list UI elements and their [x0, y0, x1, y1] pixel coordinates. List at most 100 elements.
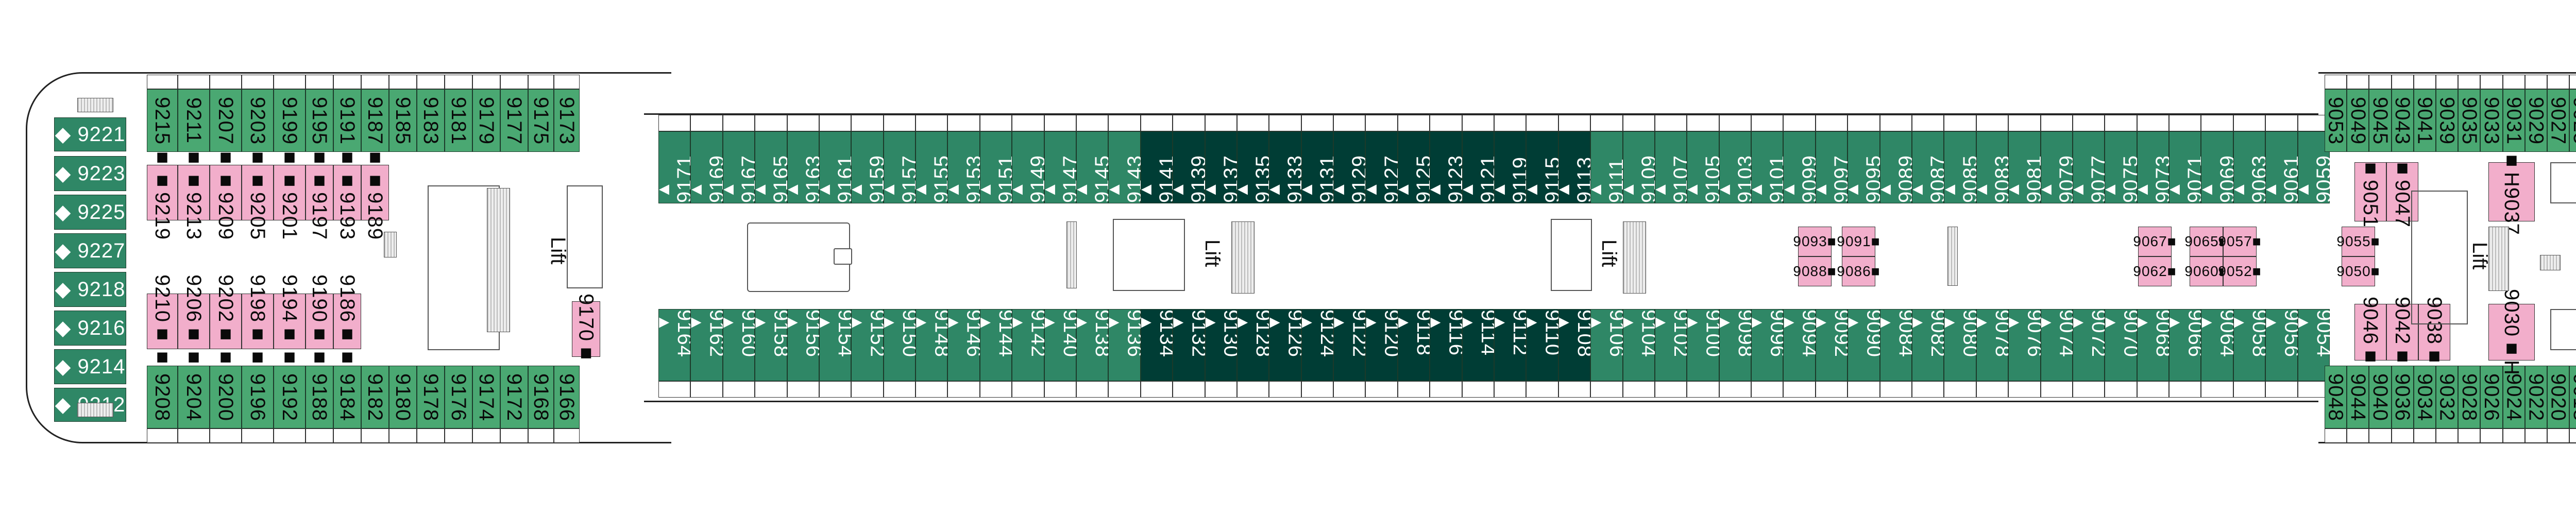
cabin-■9051[interactable]: ■9051 — [2354, 157, 2386, 228]
cabin-9135[interactable]: ▸ 9135 — [1231, 131, 1275, 203]
cabin-9034[interactable]: 9034 — [2413, 366, 2436, 428]
cabin-9198■■[interactable]: 9198■■ — [242, 274, 274, 369]
cabin-9185[interactable]: 9185 — [389, 89, 417, 152]
cabin-9125[interactable]: ▸ 9125 — [1392, 131, 1435, 203]
cabin-9151[interactable]: ▸ 9151 — [974, 131, 1018, 203]
cabin-9200[interactable]: 9200 — [210, 366, 242, 428]
cabin-9208[interactable]: 9208 — [147, 366, 178, 428]
cabin-9119[interactable]: ▸ 9119 — [1488, 131, 1532, 203]
cabin-9085[interactable]: ▸ 9085 — [1939, 131, 1982, 203]
cabin-9194■■[interactable]: 9194■■ — [274, 274, 306, 369]
cabin-9121[interactable]: ▸ 9121 — [1456, 131, 1500, 203]
cabin-9123[interactable]: ▸ 9123 — [1424, 131, 1467, 203]
cabin-9195[interactable]: 9195 — [306, 89, 333, 152]
cabin-9033[interactable]: 9033 — [2480, 89, 2503, 152]
cabin-9036[interactable]: 9036 — [2391, 366, 2414, 428]
cabin-9176[interactable]: 9176 — [445, 366, 472, 428]
cabin-9061[interactable]: ▸ 9061 — [2260, 131, 2303, 203]
cabin-9107[interactable]: ▸ 9107 — [1649, 131, 1692, 203]
cabin-9161[interactable]: ▸ 9161 — [814, 131, 857, 203]
cabin-9090[interactable]: 9090 ▸ — [1842, 309, 1885, 381]
cabin-9173[interactable]: 9173 — [554, 89, 580, 152]
cabin-9087[interactable]: ▸ 9087 — [1906, 131, 1950, 203]
cabin-9027[interactable]: 9027 — [2547, 89, 2570, 152]
cabin-9203[interactable]: 9203 — [242, 89, 274, 152]
cabin-9178[interactable]: 9178 — [417, 366, 445, 428]
cabin-9169[interactable]: ▸ 9169 — [685, 131, 728, 203]
cabin-9026[interactable]: 9026 — [2480, 366, 2503, 428]
cabin-9214[interactable]: ◆ 9214 — [54, 349, 126, 384]
cabin-9046■[interactable]: 9046■ — [2354, 297, 2386, 368]
cabin-9141[interactable]: ▸ 9141 — [1135, 131, 1178, 203]
cabin-9079[interactable]: ▸ 9079 — [2035, 131, 2078, 203]
cabin-9103[interactable]: ▸ 9103 — [1714, 131, 1757, 203]
cabin-9093■[interactable]: 9093■ — [1793, 227, 1836, 256]
cabin-9143[interactable]: ▸ 9143 — [1103, 131, 1146, 203]
cabin-9030■H[interactable]: 9030■H — [2488, 289, 2535, 375]
cabin-9175[interactable]: 9175 — [528, 89, 554, 152]
cabin-9043[interactable]: 9043 — [2391, 89, 2414, 152]
cabin-■■9219[interactable]: ■■9219 — [147, 146, 178, 240]
cabin-9206■■[interactable]: 9206■■ — [178, 274, 210, 369]
cabin-9111[interactable]: ▸ 9111 — [1585, 131, 1628, 203]
cabin-■■9213[interactable]: ■■9213 — [178, 146, 210, 240]
cabin-9049[interactable]: 9049 — [2347, 89, 2369, 152]
cabin-9040[interactable]: 9040 — [2369, 366, 2392, 428]
cabin-9069[interactable]: ▸ 9069 — [2196, 131, 2239, 203]
cabin-9179[interactable]: 9179 — [472, 89, 500, 152]
cabin-9075[interactable]: ▸ 9075 — [2099, 131, 2142, 203]
cabin-9088■[interactable]: 9088■ — [1793, 256, 1836, 286]
cabin-9055■[interactable]: 9055■ — [2336, 227, 2380, 256]
cabin-9057■[interactable]: 9057■ — [2218, 227, 2261, 256]
cabin-9097[interactable]: ▸ 9097 — [1810, 131, 1853, 203]
cabin-9099[interactable]: ▸ 9099 — [1778, 131, 1821, 203]
cabin-9180[interactable]: 9180 — [389, 366, 417, 428]
cabin-9191[interactable]: 9191 — [333, 89, 361, 152]
cabin-9060■[interactable]: 9060■ — [2184, 256, 2228, 286]
cabin-9218[interactable]: ◆ 9218 — [54, 272, 126, 307]
cabin-9172[interactable]: 9172 — [500, 366, 528, 428]
cabin-9199[interactable]: 9199 — [274, 89, 306, 152]
cabin-9196[interactable]: 9196 — [242, 366, 274, 428]
cabin-9138[interactable]: 9138 ▸ — [1071, 309, 1114, 381]
cabin-9227[interactable]: ◆ 9227 — [54, 233, 126, 268]
cabin-9147[interactable]: ▸ 9147 — [1039, 131, 1082, 203]
cabin-■9047[interactable]: ■9047 — [2386, 157, 2418, 228]
cabin-9163[interactable]: ▸ 9163 — [782, 131, 825, 203]
cabin-9170■[interactable]: 9170■ — [572, 294, 600, 365]
cabin-9073[interactable]: ▸ 9073 — [2131, 131, 2175, 203]
cabin-9165[interactable]: ▸ 9165 — [749, 131, 792, 203]
cabin-9082[interactable]: 9082 ▸ — [1906, 309, 1950, 381]
cabin-9137[interactable]: ▸ 9137 — [1199, 131, 1243, 203]
cabin-9071[interactable]: ▸ 9071 — [2163, 131, 2207, 203]
cabin-9101[interactable]: ▸ 9101 — [1745, 131, 1789, 203]
cabin-9050■[interactable]: 9050■ — [2336, 256, 2380, 286]
cabin-■■9209[interactable]: ■■9209 — [210, 146, 242, 240]
cabin-9039[interactable]: 9039 — [2436, 89, 2459, 152]
cabin-9077[interactable]: ▸ 9077 — [2067, 131, 2110, 203]
cabin-9149[interactable]: ▸ 9149 — [1006, 131, 1049, 203]
cabin-9059[interactable]: ▸ 9059 — [2292, 131, 2335, 203]
cabin-9156[interactable]: 9156 ▸ — [782, 309, 825, 381]
cabin-9186■■[interactable]: 9186■■ — [333, 274, 361, 369]
cabin-9081[interactable]: ▸ 9081 — [2003, 131, 2046, 203]
cabin-9105[interactable]: ▸ 9105 — [1681, 131, 1724, 203]
cabin-9044[interactable]: 9044 — [2347, 366, 2369, 428]
cabin-■■9189[interactable]: ■■9189 — [361, 146, 389, 240]
cabin-9221[interactable]: ◆ 9221 — [54, 117, 126, 151]
cabin-■■9205[interactable]: ■■9205 — [242, 146, 274, 240]
cabin-9188[interactable]: 9188 — [306, 366, 333, 428]
cabin-9045[interactable]: 9045 — [2369, 89, 2392, 152]
cabin-9126[interactable]: 9126 ▸ — [1263, 309, 1307, 381]
cabin-9028[interactable]: 9028 — [2458, 366, 2481, 428]
cabin-9095[interactable]: ▸ 9095 — [1842, 131, 1885, 203]
cabin-9052■[interactable]: 9052■ — [2218, 256, 2261, 286]
cabin-9168[interactable]: 9168 — [528, 366, 554, 428]
cabin-9038■[interactable]: 9038■ — [2418, 297, 2450, 368]
cabin-9174[interactable]: 9174 — [472, 366, 500, 428]
cabin-9144[interactable]: 9144 ▸ — [974, 309, 1018, 381]
cabin-9129[interactable]: ▸ 9129 — [1328, 131, 1371, 203]
cabin-9054[interactable]: 9054 ▸ — [2292, 309, 2335, 381]
cabin-9216[interactable]: ◆ 9216 — [54, 311, 126, 346]
cabin-9167[interactable]: ▸ 9167 — [717, 131, 760, 203]
